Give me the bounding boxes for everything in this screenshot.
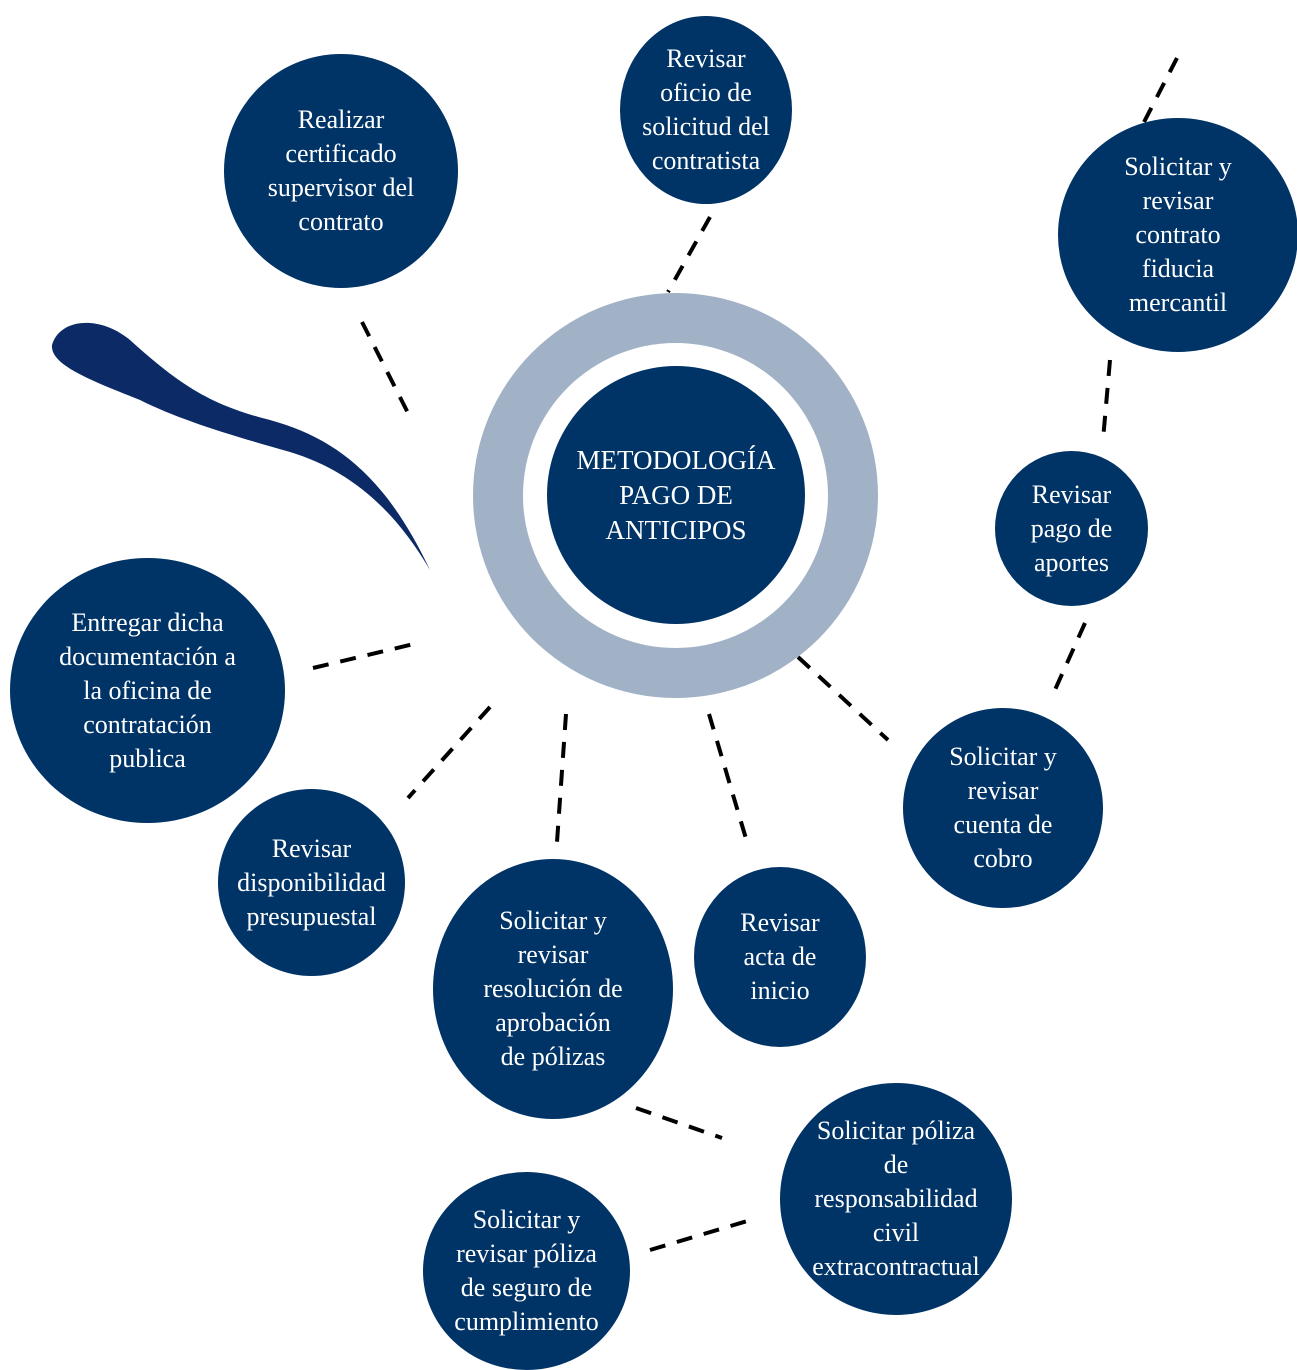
node-label: Solicitar y revisar contrato fiducia mer… — [1124, 152, 1232, 317]
node-resolucion-polizas: Solicitar y revisar resolución de aproba… — [433, 859, 673, 1119]
node-label: Solicitar y revisar póliza de seguro de … — [454, 1205, 599, 1336]
node-label: Solicitar póliza de responsabilidad civi… — [812, 1116, 980, 1281]
connector-responsabilidad-cumplimiento — [649, 1217, 755, 1252]
connector-certificado — [360, 321, 410, 414]
node-revisar-disponibilidad: Revisar disponibilidad presupuestal — [218, 789, 405, 976]
connector-aportes-cobro — [1052, 622, 1087, 693]
connector-entregar — [312, 641, 419, 670]
node-label: Revisar disponibilidad presupuestal — [237, 833, 386, 931]
connector-fiducia-aportes — [1101, 359, 1112, 441]
center-label: METODOLOGÍA PAGO DE ANTICIPOS — [576, 444, 776, 545]
node-poliza-cumplimiento: Solicitar y revisar póliza de seguro de … — [423, 1172, 630, 1370]
node-revisar-aportes: Revisar pago de aportes — [995, 451, 1148, 606]
node-realizar-certificado: Realizar certificado supervisor del cont… — [224, 54, 458, 288]
node-label: Revisar acta de inicio — [740, 908, 820, 1005]
node-poliza-responsabilidad: Solicitar póliza de responsabilidad civi… — [780, 1083, 1012, 1315]
node-entregar-documentacion: Entregar dicha documentación a la oficin… — [10, 558, 285, 823]
swoosh-decoration — [51, 322, 430, 570]
connector-disponibilidad — [406, 705, 492, 800]
node-label: Revisar oficio de solicitud del contrati… — [642, 44, 770, 175]
connector-oficio — [666, 216, 712, 293]
node-label: Solicitar y revisar cuenta de cobro — [949, 742, 1057, 873]
node-label: Solicitar y revisar resolución de aproba… — [483, 906, 623, 1071]
connector-resolucion — [555, 713, 568, 843]
connector-cobro — [796, 655, 890, 742]
node-solicitar-fiducia: Solicitar y revisar contrato fiducia mer… — [1058, 118, 1297, 352]
node-revisar-oficio: Revisar oficio de solicitud del contrati… — [620, 16, 792, 204]
node-label: Revisar pago de aportes — [1030, 479, 1113, 577]
node-acta-inicio: Revisar acta de inicio — [694, 867, 866, 1047]
center-node: METODOLOGÍA PAGO DE ANTICIPOS — [547, 366, 805, 624]
node-label: Realizar certificado supervisor del cont… — [267, 105, 415, 236]
connector-fiducia-top — [1140, 57, 1179, 127]
connector-acta — [707, 713, 749, 843]
connector-resolucion-responsabilidad — [635, 1106, 723, 1140]
node-label: Entregar dicha documentación a la oficin… — [59, 607, 236, 773]
node-cuenta-cobro: Solicitar y revisar cuenta de cobro — [903, 708, 1103, 908]
